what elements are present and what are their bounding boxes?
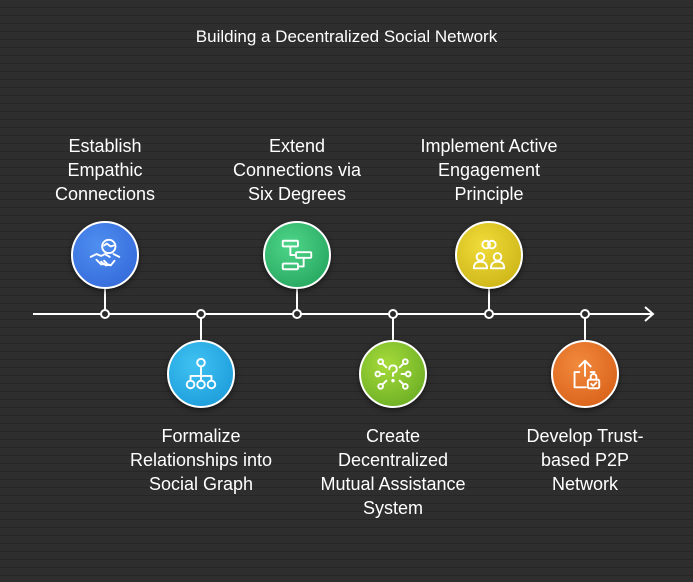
timeline-dot-2 — [196, 309, 206, 319]
timeline-dot-3 — [292, 309, 302, 319]
step-2-node — [167, 340, 235, 408]
step-2-label: Formalize Relationships into Social Grap… — [129, 426, 273, 494]
step-4-label: Create Decentralized Mutual Assistance S… — [320, 426, 466, 518]
step-6-node — [551, 340, 619, 408]
step-1-label: Establish Empathic Connections — [54, 136, 156, 204]
timeline-dot-5 — [484, 309, 494, 319]
hierarchy-icon — [185, 357, 217, 390]
handshake-icon — [89, 238, 121, 267]
timeline-arrowhead — [644, 306, 655, 322]
users-link-icon — [472, 239, 506, 270]
network-question-icon — [374, 358, 412, 390]
flowchart-icon — [281, 239, 313, 271]
step-4-node — [359, 340, 427, 408]
step-3-node — [263, 221, 331, 289]
share-lock-icon — [573, 359, 601, 390]
diagram-title: Building a Decentralized Social Network — [195, 27, 498, 46]
timeline-dot-6 — [580, 309, 590, 319]
step-3-label: Extend Connections via Six Degrees — [232, 136, 362, 204]
step-5-node — [455, 221, 523, 289]
timeline-dot-1 — [100, 309, 110, 319]
timeline-dot-4 — [388, 309, 398, 319]
step-5-label: Implement Active Engagement Principle — [420, 136, 558, 204]
step-1-node — [71, 221, 139, 289]
step-6-label: Develop Trust-based P2P Network — [526, 426, 644, 494]
